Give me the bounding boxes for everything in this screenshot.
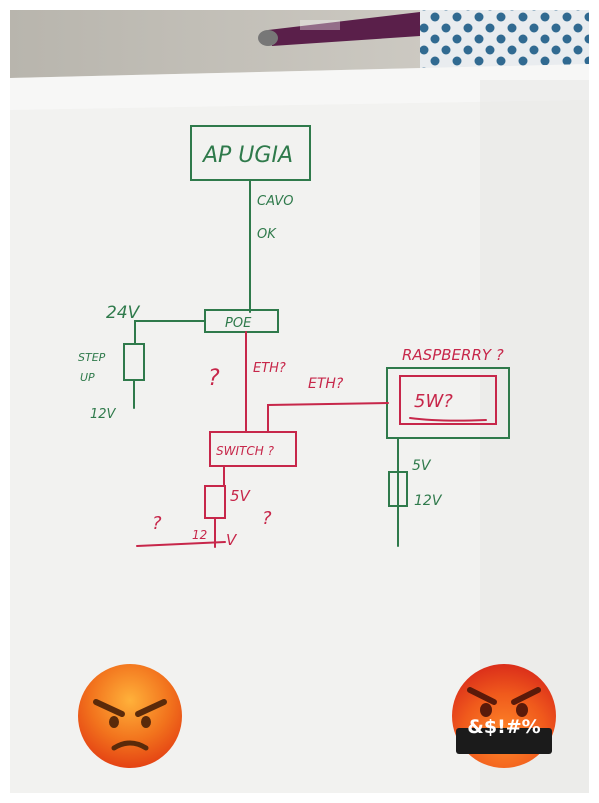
cable-label-2: OK [257, 227, 277, 242]
pi-12v-label: 12V [414, 493, 443, 509]
pi-5v-label: 5V [412, 458, 432, 474]
stepup-label-2: UP [80, 371, 95, 384]
raspberry-label: RASPBERRY ? [402, 346, 504, 364]
eth-label-2: ETH? [308, 376, 344, 392]
poe-label: POE [225, 316, 252, 331]
switch-12v-unit: V [226, 531, 238, 549]
ap-label: AP UGIA [201, 143, 293, 168]
stepup-label-1: STEP [78, 351, 106, 364]
switch-5v-label: 5V [230, 487, 252, 505]
swearing-symbols: &$!#% [467, 716, 540, 738]
cable-label-1: CAVO [257, 194, 293, 209]
question-bottom: ? [152, 513, 162, 534]
poe-voltage-label: 24V [106, 303, 141, 323]
eth-label-1: ETH? [253, 361, 286, 376]
angry-face-emoji [78, 664, 182, 768]
switch-label: SWITCH ? [216, 444, 275, 458]
question-left: ? [208, 366, 220, 391]
pi-inner-label: 5W? [414, 391, 453, 412]
stepup-voltage-label: 12V [90, 407, 117, 422]
switch-5v-question: ? [262, 508, 272, 529]
switch-12v-label: 12 [192, 528, 207, 542]
